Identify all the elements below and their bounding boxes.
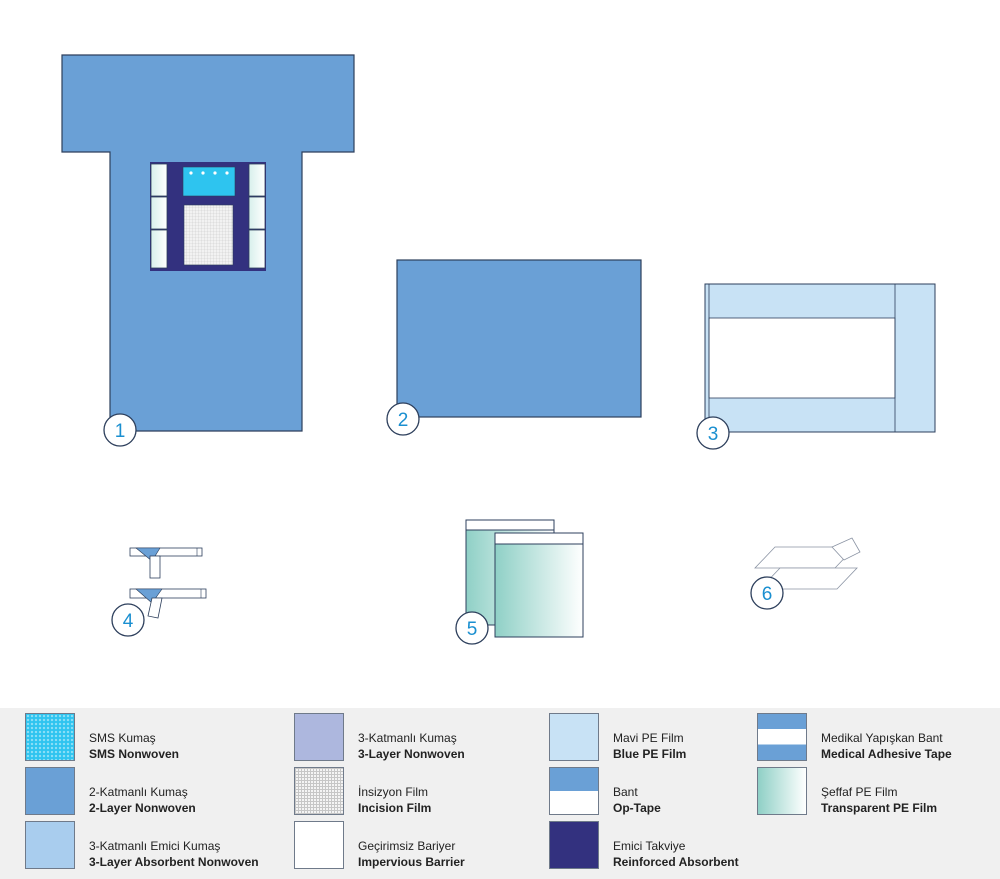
left-tape-1 [150, 163, 168, 197]
item-2-rect-drape [396, 259, 642, 418]
left-tape-2 [150, 196, 168, 230]
number-callout-5: 5 [455, 611, 489, 645]
swatch-reinforced-absorbent [549, 821, 599, 869]
svg-text:5: 5 [467, 619, 478, 640]
number-callout-2: 2 [386, 402, 420, 436]
item-1-t-drape [61, 54, 355, 432]
svg-text:3: 3 [708, 424, 719, 445]
number-callout-4: 4 [111, 603, 145, 637]
item-6-folded-sheets [754, 537, 861, 590]
number-callout-3: 3 [696, 416, 730, 450]
swatch-sms-nonwoven [25, 713, 75, 761]
right-tape-3 [248, 229, 266, 269]
swatch-3-layer-nonwoven [294, 713, 344, 761]
item-3-pe-film-drape [704, 283, 936, 433]
fenestration-panel [150, 162, 266, 271]
right-tape-2 [248, 196, 266, 230]
sms-pouch [182, 166, 236, 197]
svg-text:4: 4 [123, 611, 134, 632]
drape-diagram: 1 2 3 4 5 6 [61, 54, 936, 645]
swatch-3-layer-absorbent-nonwoven [25, 821, 75, 869]
number-callout-6: 6 [750, 576, 784, 610]
swatch-incision-film [294, 767, 344, 815]
number-callout-1: 1 [103, 413, 137, 447]
swatch-2-layer-nonwoven [25, 767, 75, 815]
swatch-op-tape [549, 767, 599, 815]
swatch-medical-adhesive-tape [757, 713, 807, 761]
swatch-transparent-pe-film [757, 767, 807, 815]
incision-film-area [183, 204, 234, 266]
svg-text:1: 1 [115, 421, 126, 442]
item-5-pe-film-bags [465, 519, 584, 638]
swatch-blue-pe-film [549, 713, 599, 761]
swatch-impervious-barrier [294, 821, 344, 869]
svg-text:2: 2 [398, 410, 409, 431]
left-tape-3 [150, 229, 168, 269]
item-4-tape-pieces [129, 547, 207, 619]
svg-text:6: 6 [762, 584, 773, 605]
right-tape-1 [248, 163, 266, 197]
